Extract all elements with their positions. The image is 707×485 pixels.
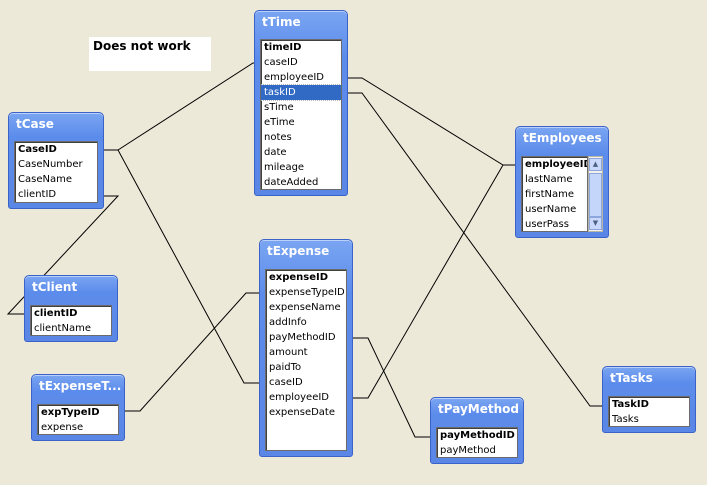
table-tcase[interactable]: tCase CaseID CaseNumber CaseName clientI… <box>8 112 104 209</box>
field-amount[interactable]: amount <box>269 347 308 358</box>
field-list[interactable]: CaseID CaseNumber CaseName clientID <box>14 141 98 203</box>
field-list[interactable]: expenseID expenseTypeID expenseName addI… <box>265 269 347 451</box>
field-list[interactable]: payMethodID payMethod <box>436 427 518 458</box>
table-tpaymethod[interactable]: tPayMethod payMethodID payMethod <box>430 397 524 464</box>
rel-case-expense[interactable] <box>103 149 262 384</box>
table-title[interactable]: tTasks <box>610 371 653 385</box>
scroll-up-icon[interactable]: ▲ <box>589 158 602 171</box>
field-paymethodid[interactable]: payMethodID <box>440 430 515 441</box>
field-casenumber[interactable]: CaseNumber <box>18 159 83 170</box>
field-expenseid[interactable]: expenseID <box>269 272 329 283</box>
field-expense[interactable]: expense <box>41 422 84 433</box>
field-expensename[interactable]: expenseName <box>269 302 341 313</box>
table-title[interactable]: tTime <box>262 15 301 29</box>
field-caseid[interactable]: caseID <box>269 377 303 388</box>
field-clientid[interactable]: clientID <box>34 308 78 319</box>
field-caseid[interactable]: caseID <box>264 57 298 68</box>
field-addinfo[interactable]: addInfo <box>269 317 307 328</box>
field-paymethod[interactable]: payMethod <box>440 445 496 456</box>
field-caseid[interactable]: CaseID <box>18 144 57 155</box>
field-firstname[interactable]: firstName <box>525 189 575 200</box>
rel-expense-employees[interactable] <box>351 164 516 399</box>
field-userpass[interactable]: userPass <box>525 219 569 230</box>
field-employeeid[interactable]: employeeID <box>269 392 330 403</box>
field-employeeid[interactable]: employeeID <box>264 72 325 83</box>
field-taskid-selected[interactable]: taskID <box>261 84 341 101</box>
field-list[interactable]: employeeID lastName firstName userName u… <box>521 156 588 232</box>
field-exptypeid[interactable]: expTypeID <box>41 407 100 418</box>
table-tclient[interactable]: tClient clientID clientName <box>24 275 118 342</box>
field-timeid[interactable]: timeID <box>264 42 302 53</box>
field-mileage[interactable]: mileage <box>264 162 305 173</box>
table-ttasks[interactable]: tTasks TaskID Tasks <box>602 366 696 433</box>
table-texpensetype[interactable]: tExpenseT... expTypeID expense <box>31 374 125 441</box>
scroll-thumb[interactable] <box>589 173 602 217</box>
field-list[interactable]: timeID caseID employeeID taskID sTime eT… <box>260 39 342 190</box>
field-expensedate[interactable]: expenseDate <box>269 407 335 418</box>
field-tasks[interactable]: Tasks <box>612 414 639 425</box>
field-stime[interactable]: sTime <box>264 102 294 113</box>
table-title[interactable]: tCase <box>16 117 54 131</box>
note-label: Does not work <box>89 37 211 71</box>
table-texpense[interactable]: tExpense expenseID expenseTypeID expense… <box>259 239 353 457</box>
table-title[interactable]: tExpense <box>267 244 330 258</box>
field-taskid[interactable]: TaskID <box>612 399 649 410</box>
field-username[interactable]: userName <box>525 204 577 215</box>
field-clientid[interactable]: clientID <box>18 189 57 200</box>
field-lastname[interactable]: lastName <box>525 174 573 185</box>
vertical-scrollbar[interactable]: ▲ ▼ <box>588 156 603 232</box>
field-list[interactable]: TaskID Tasks <box>608 396 690 427</box>
table-ttime[interactable]: tTime timeID caseID employeeID taskID sT… <box>254 10 348 196</box>
table-title[interactable]: tEmployees <box>523 131 602 145</box>
field-paymethodid[interactable]: payMethodID <box>269 332 336 343</box>
field-paidto[interactable]: paidTo <box>269 362 302 373</box>
field-list[interactable]: clientID clientName <box>30 305 112 336</box>
table-title[interactable]: tExpenseT... <box>39 379 122 393</box>
field-employeeid[interactable]: employeeID <box>525 159 588 170</box>
table-title[interactable]: tPayMethod <box>438 402 519 416</box>
table-title[interactable]: tClient <box>32 280 78 294</box>
rel-case-time[interactable] <box>103 62 262 151</box>
rel-expense-paymethod[interactable] <box>351 337 432 438</box>
field-notes[interactable]: notes <box>264 132 292 143</box>
scroll-down-icon[interactable]: ▼ <box>589 217 602 230</box>
field-clientname[interactable]: clientName <box>34 323 91 334</box>
rel-exptype-expense[interactable] <box>124 292 262 412</box>
field-etime[interactable]: eTime <box>264 117 295 128</box>
field-casename[interactable]: CaseName <box>18 174 72 185</box>
field-date[interactable]: date <box>264 147 287 158</box>
rel-time-employees[interactable] <box>346 77 516 166</box>
field-dateadded[interactable]: dateAdded <box>264 177 319 188</box>
field-expensetypeid[interactable]: expenseTypeID <box>269 287 345 298</box>
field-list[interactable]: expTypeID expense <box>37 404 119 435</box>
table-temployees[interactable]: tEmployees employeeID lastName firstName… <box>515 126 609 238</box>
